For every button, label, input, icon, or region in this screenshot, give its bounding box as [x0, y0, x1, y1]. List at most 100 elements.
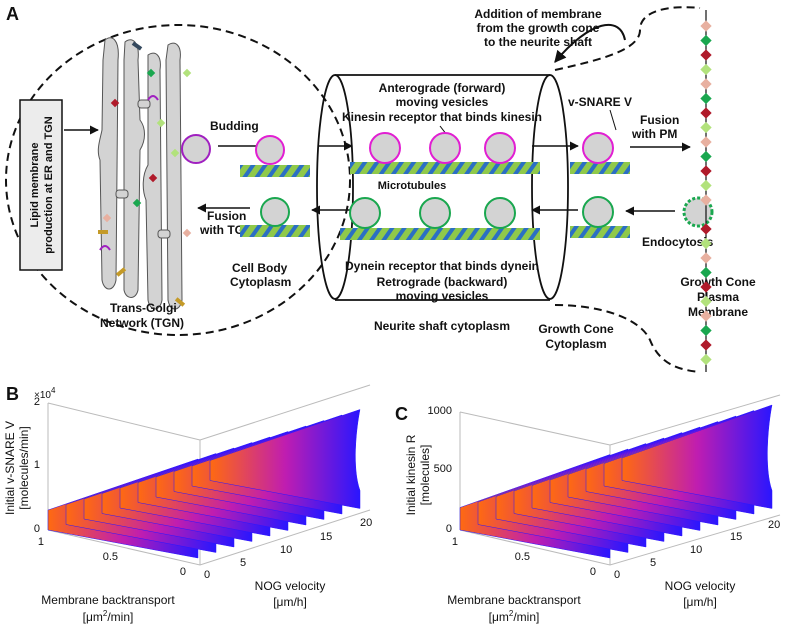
gc-cyto-label-1: Growth Cone [538, 322, 614, 336]
membrane-marker [700, 324, 712, 337]
membrane-marker [700, 237, 712, 250]
c-zlabel-2: [molecules] [418, 445, 432, 506]
microtubule-gc-bottom [570, 226, 630, 238]
vesicle-antero-3 [484, 132, 516, 164]
neurite-cytoplasm-label: Neurite shaft cytoplasm [374, 319, 510, 333]
lipid-production-box [19, 99, 63, 271]
b-xlabel-2: [μm/h] [273, 595, 307, 609]
membrane-marker [700, 136, 712, 148]
membrane-marker [700, 194, 712, 206]
dynein-receptor-label: Dynein receptor that binds dynein [345, 259, 539, 273]
retro-label-1: Retrograde (backward) [377, 275, 508, 289]
cell-body-label-1: Cell Body [232, 261, 288, 275]
membrane-marker [700, 49, 712, 61]
b-ylabel-1: Membrane backtransport [41, 593, 175, 607]
membrane-marker [700, 107, 712, 119]
vesicle-retro-1 [349, 197, 381, 229]
b-ztick-1: 1 [34, 459, 40, 471]
surface-slab [621, 404, 773, 509]
panel-label-a: A [6, 4, 19, 24]
budding-label: Budding [210, 119, 259, 133]
b-ytick-05: 0.5 [103, 551, 118, 563]
plasma-membrane-markers [700, 20, 712, 366]
panel-label-c: C [395, 404, 408, 424]
addition-label-1: Addition of membrane [474, 7, 602, 21]
membrane-marker [700, 353, 712, 366]
c-xtick-0: 0 [614, 569, 620, 581]
gc-pm-label-1: Growth Cone [680, 275, 756, 289]
addition-arrow [554, 23, 626, 63]
surface-plot-b: 2 1 0 ×104 0 5 10 15 20 0 0.5 1 Initial … [3, 384, 372, 624]
membrane-marker [700, 295, 712, 308]
vesicle-antero-2 [429, 132, 461, 164]
c-xlabel-2: [μm/h] [683, 595, 717, 609]
c-ylabel-1: Membrane backtransport [447, 593, 581, 607]
membrane-marker [700, 78, 712, 90]
c-xlabel-1: NOG velocity [665, 579, 736, 593]
neurite-shaft-left-end [316, 74, 354, 300]
c-ztick-500: 500 [434, 463, 452, 475]
cell-body-label-2: Cytoplasm [230, 275, 291, 289]
fusion-tgn-label-1: Fusion [207, 209, 246, 223]
c-ytick-05: 0.5 [515, 551, 530, 563]
membrane-marker [700, 34, 712, 47]
microtubule-antero [350, 162, 540, 174]
b-zlabel-1: Initial v-SNARE V [3, 421, 17, 515]
gc-pm-label-3: Membrane [688, 305, 748, 319]
b-ytick-1: 1 [38, 536, 44, 548]
fusion-tgn-label-2: with TGN [199, 223, 253, 237]
lipid-text-1: Lipid membrane [29, 143, 41, 228]
vesicle-retro-3 [484, 197, 516, 229]
microtubule-retro [340, 228, 540, 240]
c-xtick-5: 5 [650, 557, 656, 569]
membrane-marker [700, 339, 712, 351]
lipid-text-2: production at ER and TGN [43, 116, 55, 254]
endocytosis-label: Endocytosis [642, 235, 714, 249]
vesicle-cell-body-antero [255, 135, 285, 165]
microtubule-cell-body-top [240, 165, 310, 177]
fusion-pm-label-1: Fusion [640, 113, 679, 127]
surface-plot-c: 1000 500 0 0 5 10 15 20 0 0.5 1 Initial … [404, 394, 780, 624]
membrane-marker [700, 252, 712, 264]
microtubule-gc-top [570, 162, 630, 174]
microtubule-cell-body-bottom [240, 225, 310, 237]
membrane-marker [700, 20, 712, 32]
cell-body-boundary [5, 24, 351, 336]
c-ztick-0: 0 [446, 523, 452, 535]
vesicle-retro-2 [419, 197, 451, 229]
growth-cone-boundary-bottom [554, 304, 701, 373]
neurite-shaft-right-end [531, 74, 569, 300]
trans-golgi-network [97, 37, 183, 310]
budding-vesicle [181, 134, 211, 164]
vesicle-gc-antero [582, 132, 614, 164]
vesicle-cell-body-retro [260, 197, 290, 227]
tgn-label-1: Trans-Golgi [110, 301, 177, 315]
c-zlabel-1: Initial kinesin R [404, 434, 418, 515]
vesicle-gc-retro [582, 196, 614, 228]
b-ytick-0: 0 [180, 566, 186, 578]
c-xtick-10: 10 [690, 544, 702, 556]
membrane-marker [700, 179, 712, 192]
b-ylabel-2: [μm2/min] [83, 609, 134, 624]
antero-label-2: moving vesicles [396, 95, 489, 109]
c-ytick-0: 0 [590, 566, 596, 578]
c-ztick-1000: 1000 [428, 405, 452, 417]
surface-slab [209, 409, 361, 509]
b-ztick-0: 0 [34, 523, 40, 535]
c-xtick-15: 15 [730, 531, 742, 543]
b-xtick-0: 0 [204, 569, 210, 581]
endocytic-vesicle [682, 196, 714, 228]
b-xtick-5: 5 [240, 557, 246, 569]
vesicle-antero-1 [369, 132, 401, 164]
b-xlabel-1: NOG velocity [255, 579, 326, 593]
addition-label-3: to the neurite shaft [484, 35, 592, 49]
c-xtick-20: 20 [768, 519, 780, 531]
membrane-marker [700, 266, 712, 279]
membrane-marker [700, 223, 712, 235]
membrane-marker [700, 121, 712, 134]
b-xtick-15: 15 [320, 531, 332, 543]
neurite-shaft-walls [335, 74, 550, 301]
c-ylabel-2: [μm2/min] [489, 609, 540, 624]
b-zlabel-2: [molecules/min] [17, 426, 31, 509]
